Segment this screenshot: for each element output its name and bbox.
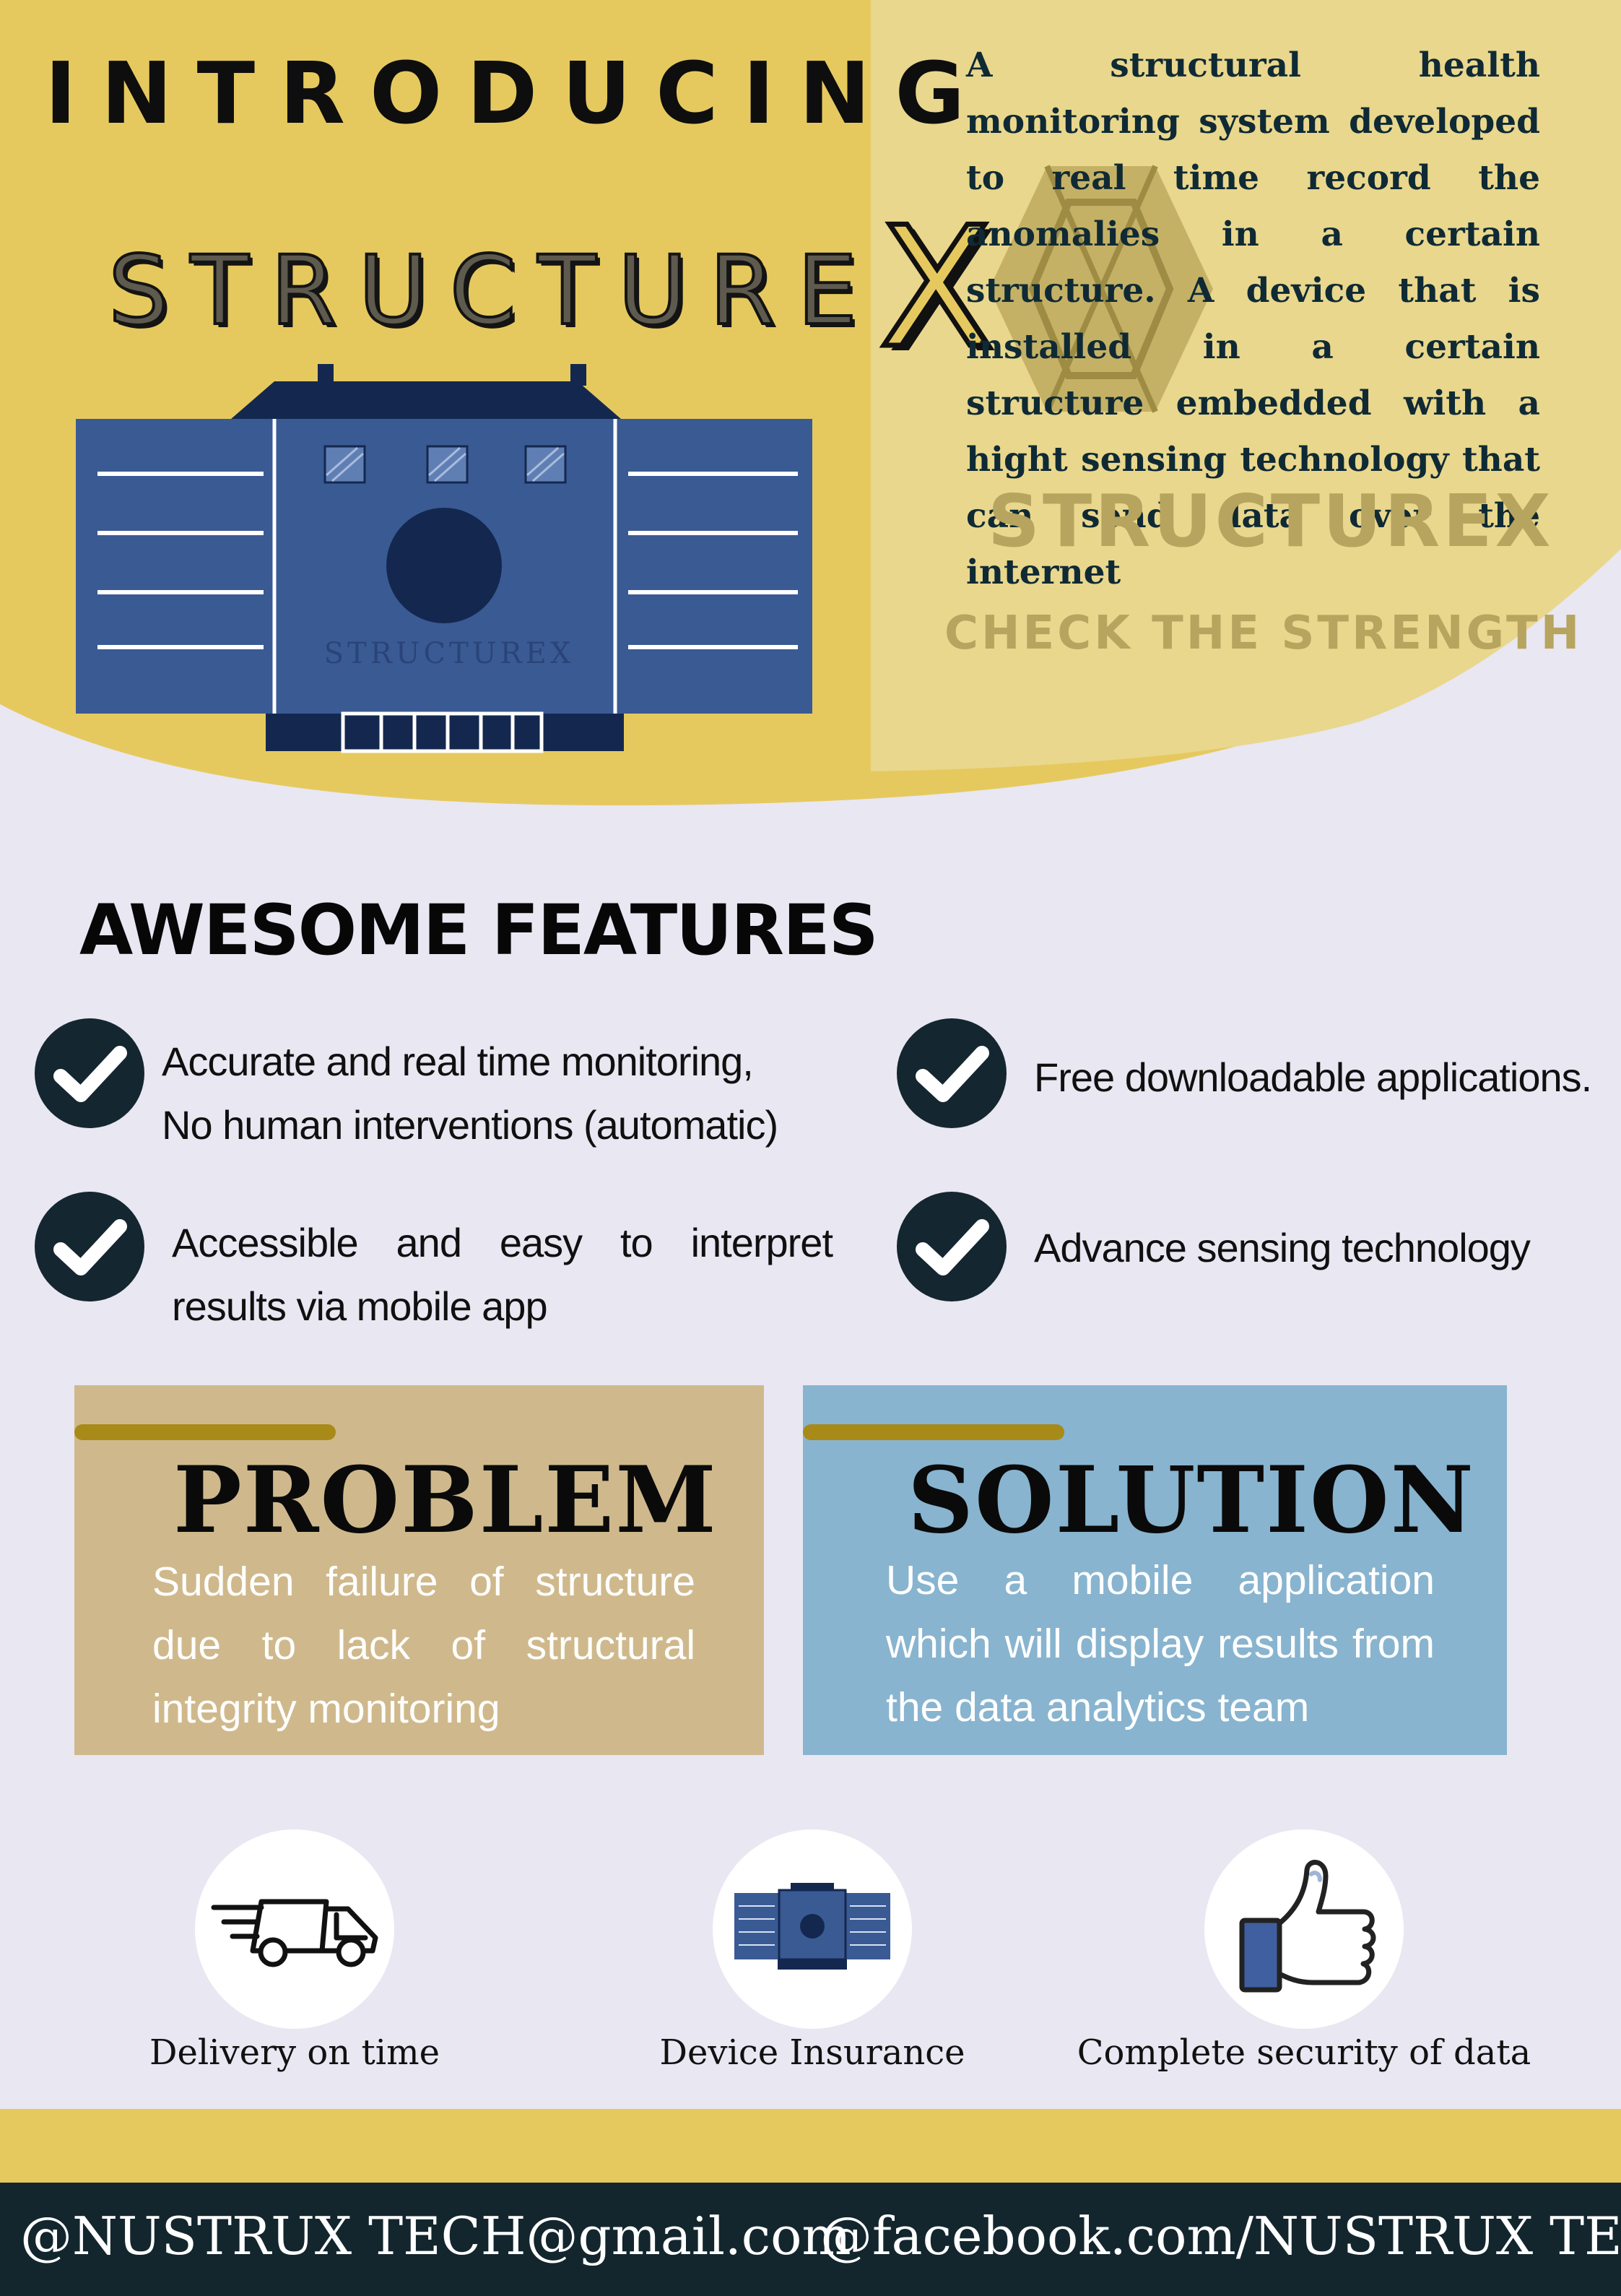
feature-line: Accessible and easy to interpret bbox=[172, 1220, 833, 1265]
facebook-contact: @facebook.com/NUSTRUX TECH bbox=[820, 2206, 1621, 2266]
solution-card: SOLUTION Use a mobile application which … bbox=[803, 1385, 1507, 1755]
delivery-truck-icon bbox=[195, 1829, 394, 2029]
solution-accent-bar bbox=[803, 1424, 1064, 1440]
problem-text: Sudden failure of structure due to lack … bbox=[152, 1559, 695, 1732]
brand-x-letter: X bbox=[877, 192, 996, 385]
problem-title: PROBLEM bbox=[173, 1447, 718, 1554]
feature-line: results via mobile app bbox=[172, 1283, 548, 1329]
check-circle-icon bbox=[897, 1018, 1007, 1128]
brand-logo: STRUCTUREX bbox=[107, 184, 995, 374]
solution-text: Use a mobile application which will disp… bbox=[886, 1557, 1435, 1730]
feature-item: Advance sensing technology bbox=[1034, 1216, 1531, 1280]
building-illustration-icon: STRUCTUREX bbox=[76, 364, 812, 753]
watermark-brand: STRUCTUREX bbox=[988, 479, 1554, 563]
problem-accent-bar bbox=[74, 1424, 336, 1440]
brand-wordmark: STRUCTURE bbox=[107, 235, 879, 347]
benefit-label: Delivery on time bbox=[149, 2032, 440, 2073]
feature-line: Accurate and real time monitoring, bbox=[162, 1039, 754, 1084]
email-contact: @NUSTRUX TECH@gmail.com bbox=[20, 2206, 851, 2266]
solution-title: SOLUTION bbox=[908, 1447, 1475, 1554]
feature-item: Accessible and easy to interpret results… bbox=[172, 1211, 833, 1338]
feature-line: Free downloadable applications. bbox=[1034, 1054, 1592, 1100]
feature-item: Free downloadable applications. bbox=[1034, 1046, 1592, 1109]
features-heading: AWESOME FEATURES bbox=[79, 890, 879, 971]
check-circle-icon bbox=[35, 1192, 144, 1301]
building-sign: STRUCTUREX bbox=[324, 637, 575, 670]
check-circle-icon bbox=[35, 1018, 144, 1128]
benefit-label: Device Insurance bbox=[659, 2032, 965, 2073]
footer-gold-band bbox=[0, 2109, 1621, 2183]
watermark-tagline: CHECK THE STRENGTH bbox=[944, 607, 1583, 660]
building-device-icon bbox=[713, 1829, 912, 2029]
benefit-label: Complete security of data bbox=[1077, 2032, 1531, 2073]
feature-item: Accurate and real time monitoring, No hu… bbox=[162, 1030, 778, 1157]
feature-line: No human interventions (automatic) bbox=[162, 1102, 778, 1148]
watermark-logo-icon bbox=[989, 165, 1213, 413]
footer-bar bbox=[0, 2183, 1621, 2296]
introducing-heading: INTRODUCING bbox=[45, 43, 990, 143]
feature-line: Advance sensing technology bbox=[1034, 1225, 1531, 1270]
thumbs-up-icon bbox=[1204, 1829, 1404, 2029]
check-circle-icon bbox=[897, 1192, 1007, 1301]
problem-card: PROBLEM Sudden failure of structure due … bbox=[74, 1385, 764, 1755]
product-description: A structural health monitoring system de… bbox=[966, 46, 1540, 592]
